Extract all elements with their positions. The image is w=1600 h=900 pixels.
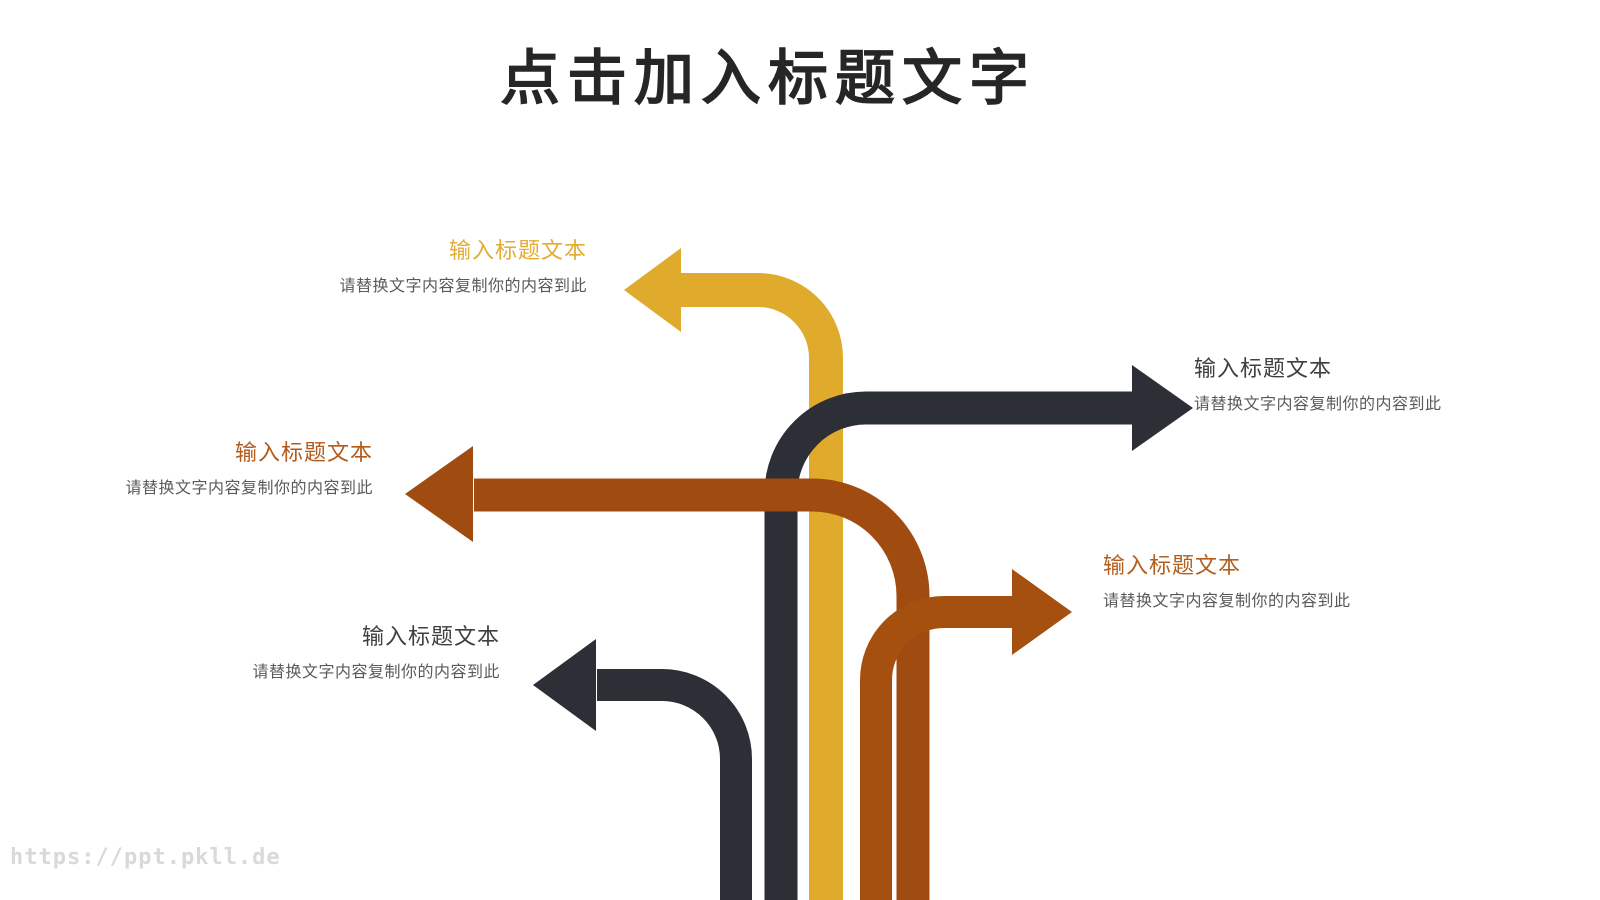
label-dark-bottom-left-desc[interactable]: 请替换文字内容复制你的内容到此 <box>252 664 500 681</box>
arrow-orange-right-head <box>1012 569 1072 655</box>
watermark: https://ppt.pkll.de <box>10 845 281 870</box>
label-dark-right-title[interactable]: 输入标题文本 <box>1194 356 1333 381</box>
arrow-dark-bottom-left <box>533 639 752 900</box>
label-orange-right-title[interactable]: 输入标题文本 <box>1103 553 1242 578</box>
arrow-dark-bottom-left-head <box>533 639 596 731</box>
arrow-orange-right-shaft <box>860 596 1016 900</box>
label-brown-left-title[interactable]: 输入标题文本 <box>234 440 373 465</box>
slide-title[interactable]: 点击加入标题文字 <box>500 45 1036 112</box>
arrow-dark-bottom-left-shaft <box>597 669 752 900</box>
label-dark-bottom-left: 输入标题文本 请替换文字内容复制你的内容到此 <box>80 623 500 683</box>
arrow-gold-head <box>624 248 681 332</box>
label-gold: 输入标题文本 请替换文字内容复制你的内容到此 <box>167 237 587 297</box>
arrow-brown-left <box>405 446 930 900</box>
label-orange-right: 输入标题文本 请替换文字内容复制你的内容到此 <box>1103 552 1523 612</box>
arrow-brown-left-head <box>405 446 473 542</box>
label-gold-title[interactable]: 输入标题文本 <box>448 238 587 263</box>
label-brown-left-desc[interactable]: 请替换文字内容复制你的内容到此 <box>125 480 373 497</box>
arrow-gold-shaft <box>680 273 843 900</box>
arrow-dark-right-head <box>1132 365 1193 451</box>
arrow-brown-left-shaft <box>474 478 930 900</box>
arrow-orange-right <box>860 569 1072 900</box>
label-dark-bottom-left-title[interactable]: 输入标题文本 <box>361 624 500 649</box>
label-gold-desc[interactable]: 请替换文字内容复制你的内容到此 <box>339 278 587 295</box>
arrow-gold <box>624 248 843 900</box>
label-dark-right: 输入标题文本 请替换文字内容复制你的内容到此 <box>1194 355 1600 415</box>
label-brown-left: 输入标题文本 请替换文字内容复制你的内容到此 <box>0 439 373 499</box>
label-orange-right-desc[interactable]: 请替换文字内容复制你的内容到此 <box>1103 593 1351 610</box>
label-dark-right-desc[interactable]: 请替换文字内容复制你的内容到此 <box>1194 396 1442 413</box>
